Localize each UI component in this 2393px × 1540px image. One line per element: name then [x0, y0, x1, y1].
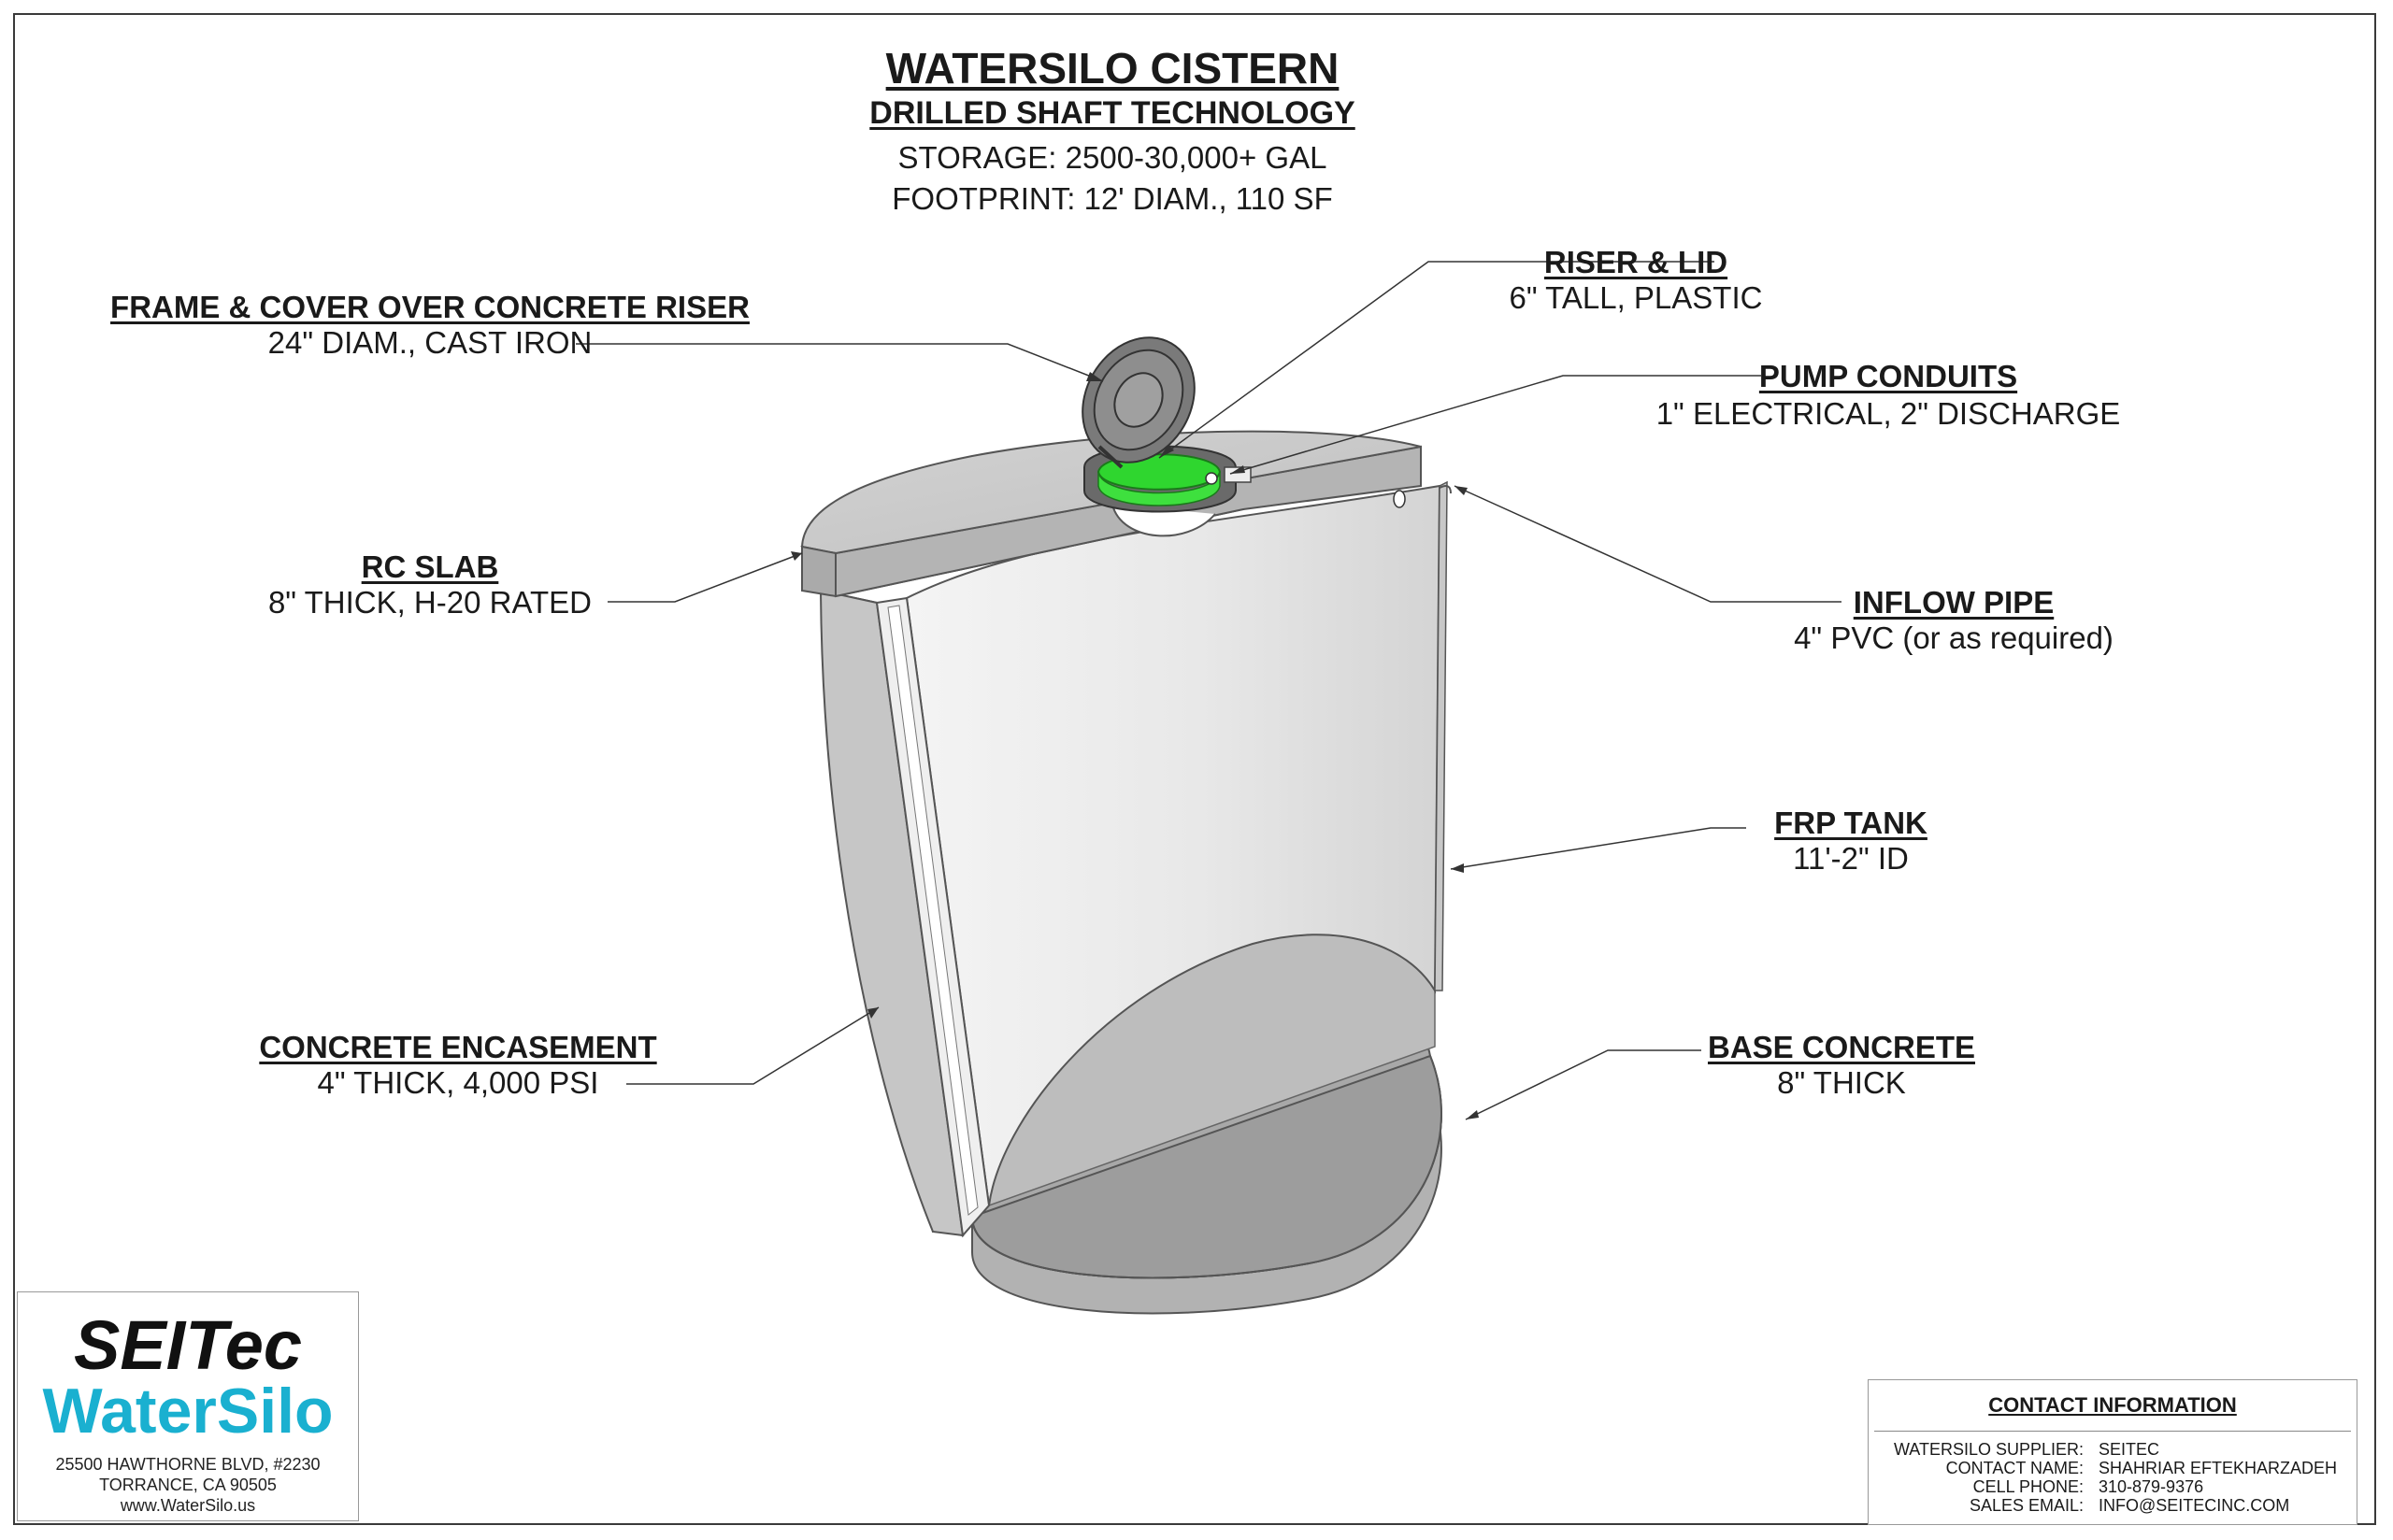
callout-pump-conduits-detail: 1" ELECTRICAL, 2" DISCHARGE	[1655, 396, 2121, 431]
callout-inflow-pipe-heading: INFLOW PIPE	[1853, 585, 2055, 620]
callout-pump-conduits-heading: PUMP CONDUITS	[1758, 359, 2018, 393]
drawing-title: WATERSILO CISTERN	[885, 44, 1340, 93]
contact-value: INFO@SEITECINC.COM	[2099, 1496, 2290, 1515]
watersilo-logo: WaterSilo	[42, 1376, 334, 1447]
contact-value: SHAHRIAR EFTEKHARZADEH	[2099, 1459, 2338, 1477]
seitec-logo: SEITec	[73, 1306, 303, 1384]
frame-and-cover	[1082, 336, 1196, 469]
address-line-2: TORRANCE, CA 90505	[99, 1476, 277, 1494]
callout-base-concrete-detail: 8" THICK	[1777, 1065, 1906, 1100]
contact-key: CELL PHONE:	[1972, 1477, 2084, 1496]
callout-base-concrete-heading: BASE CONCRETE	[1707, 1030, 1976, 1064]
callout-frame-cover-detail: 24" DIAM., CAST IRON	[267, 325, 593, 360]
website: www.WaterSilo.us	[120, 1496, 256, 1515]
contact-key: CONTACT NAME:	[1945, 1459, 2084, 1477]
contact-value: SEITEC	[2099, 1440, 2160, 1459]
sheet-border	[13, 13, 2376, 1525]
callout-frame-cover-heading: FRAME & COVER OVER CONCRETE RISER	[110, 290, 750, 324]
leader-lines	[576, 261, 1841, 1120]
callout-rc-slab-detail: 8" THICK, H-20 RATED	[267, 585, 593, 620]
concrete-encasement	[819, 589, 991, 1238]
contact-title: CONTACT INFORMATION	[1988, 1393, 2237, 1417]
callout-frp-tank-detail: 11'-2" ID	[1793, 841, 1909, 876]
address-line-1: 25500 HAWTHORNE BLVD, #2230	[55, 1455, 321, 1474]
callout-riser-lid-detail: 6" TALL, PLASTIC	[1509, 280, 1763, 315]
leader-arrowheads	[791, 372, 1479, 1119]
storage-spec: STORAGE: 2500-30,000+ GAL	[897, 140, 1327, 175]
callout-rc-slab-heading: RC SLAB	[361, 549, 499, 584]
callout-riser-lid-heading: RISER & LID	[1543, 245, 1728, 279]
company-logo-block: SEITec WaterSilo 25500 HAWTHORNE BLVD, #…	[17, 1291, 359, 1521]
contact-key: WATERSILO SUPPLIER:	[1893, 1440, 2084, 1459]
contact-key: SALES EMAIL:	[1969, 1496, 2084, 1515]
callout-concrete-encasement-detail: 4" THICK, 4,000 PSI	[317, 1065, 599, 1100]
callout-frp-tank-heading: FRP TANK	[1774, 806, 1927, 840]
contact-divider	[1874, 1431, 2351, 1432]
callout-concrete-encasement-heading: CONCRETE ENCASEMENT	[259, 1030, 657, 1064]
contact-information-block: CONTACT INFORMATION WATERSILO SUPPLIER: …	[1868, 1379, 2357, 1525]
footprint-spec: FOOTPRINT: 12' DIAM., 110 SF	[892, 181, 1333, 216]
drawing-subtitle: DRILLED SHAFT TECHNOLOGY	[869, 95, 1355, 131]
callout-inflow-pipe-detail: 4" PVC (or as required)	[1794, 620, 2114, 655]
inflow-pipe	[1393, 485, 1452, 508]
contact-value: 310-879-9376	[2099, 1477, 2204, 1496]
